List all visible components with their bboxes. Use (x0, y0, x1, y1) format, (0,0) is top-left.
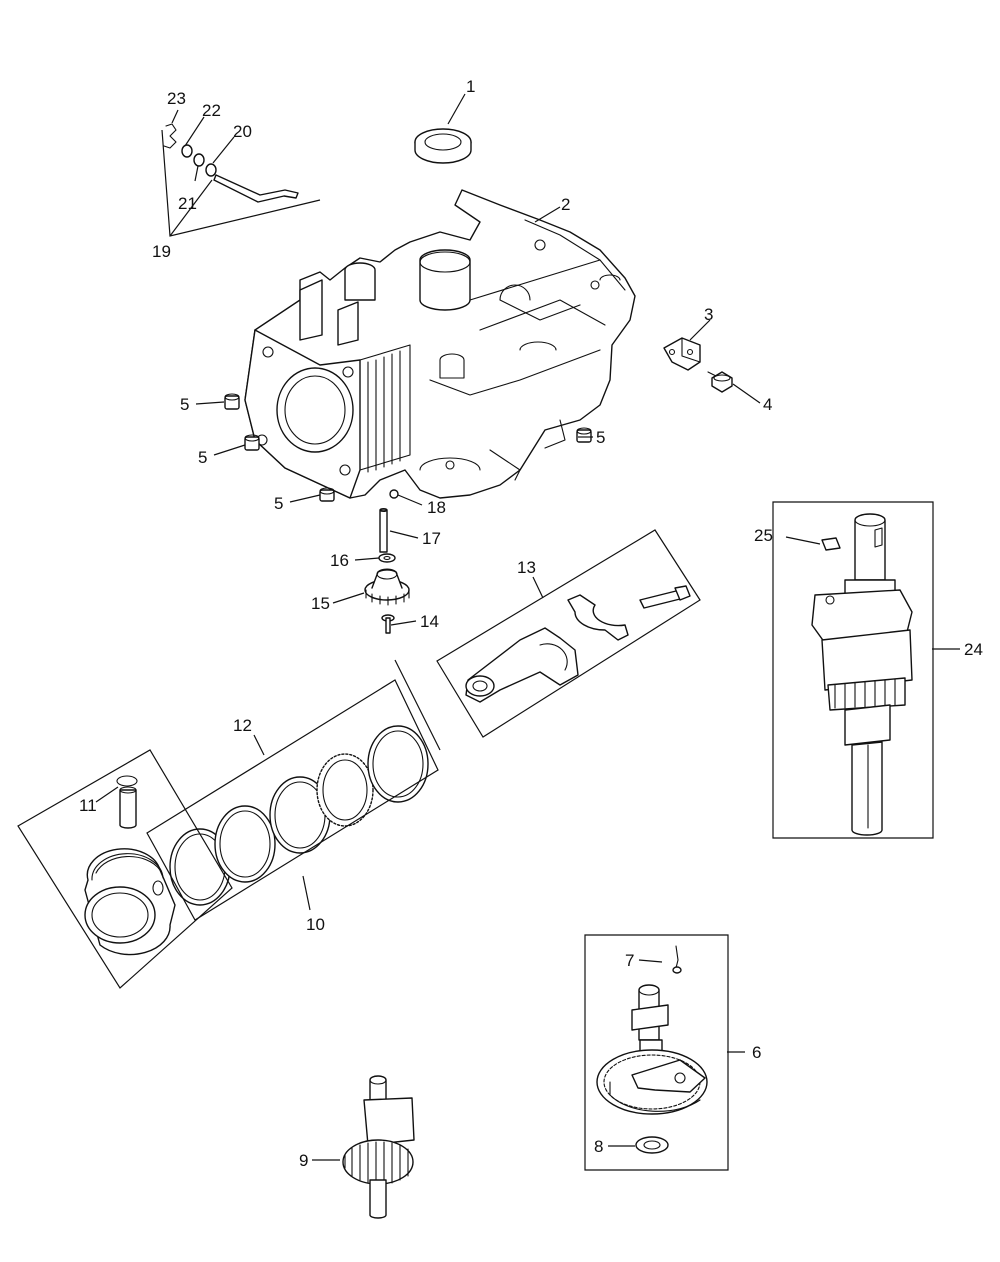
crankcase-part (244, 189, 636, 499)
dowel-pin-part (319, 487, 335, 502)
leader-lines (95, 93, 960, 1161)
callout-14: 14 (420, 612, 439, 631)
callout-23: 23 (167, 89, 186, 108)
callout-13: 13 (517, 558, 536, 577)
cam-washer-part (635, 1136, 669, 1154)
callout-24: 24 (964, 640, 983, 659)
callout-9: 9 (299, 1151, 308, 1170)
piston-pin-part (116, 775, 138, 829)
crankshaft-part (811, 513, 913, 836)
piston-part (84, 848, 176, 956)
callout-5: 5 (180, 395, 189, 414)
cam-pin-part (672, 945, 682, 974)
callout-5: 5 (274, 494, 283, 513)
oil-seal-part (414, 128, 472, 164)
callout-labels: 1 2 3 4 5 5 5 5 6 7 8 9 10 11 12 13 14 1… (79, 77, 983, 1170)
connecting-rod-part (465, 585, 691, 703)
bracket-part (663, 337, 701, 371)
callout-4: 4 (763, 395, 772, 414)
frame-camshaft-group (584, 934, 729, 1171)
callout-18: 18 (427, 498, 446, 517)
callout-10: 10 (306, 915, 325, 934)
frame-ring-group (146, 679, 439, 921)
frame-crankshaft-group (772, 501, 934, 839)
callout-1: 1 (466, 77, 475, 96)
washer-part (378, 553, 396, 563)
callout-6: 6 (752, 1043, 761, 1062)
callout-5: 5 (198, 448, 207, 467)
callout-3: 3 (704, 305, 713, 324)
callout-7: 7 (625, 951, 634, 970)
piston-rings-part (169, 725, 429, 906)
callout-5: 5 (596, 428, 605, 447)
callout-17: 17 (422, 529, 441, 548)
callout-12: 12 (233, 716, 252, 735)
callout-22: 22 (202, 101, 221, 120)
callout-16: 16 (330, 551, 349, 570)
screw-part (381, 614, 395, 634)
dowel-pin-part (224, 393, 240, 410)
frame-rod-group (436, 529, 701, 738)
camshaft-part (596, 984, 708, 1115)
pin-part (389, 489, 399, 499)
frame-piston-group (17, 749, 233, 989)
bolt-part (707, 371, 733, 393)
callout-2: 2 (561, 195, 570, 214)
balancer-shaft-part (342, 1075, 415, 1219)
frame-dipstick-group (161, 129, 321, 237)
dowel-pin-part (244, 434, 260, 451)
callout-11: 11 (79, 796, 97, 815)
callout-19: 19 (152, 242, 171, 261)
callout-21: 21 (178, 194, 197, 213)
governor-gear-part (364, 568, 410, 606)
key-part (821, 537, 841, 551)
shaft-part (379, 507, 388, 553)
callout-15: 15 (311, 594, 330, 613)
callout-20: 20 (233, 122, 252, 141)
dipstick-assembly-part (163, 123, 299, 203)
callout-25: 25 (754, 526, 773, 545)
divider-line (394, 659, 441, 751)
dowel-pin-part (576, 427, 592, 443)
callout-8: 8 (594, 1137, 603, 1156)
